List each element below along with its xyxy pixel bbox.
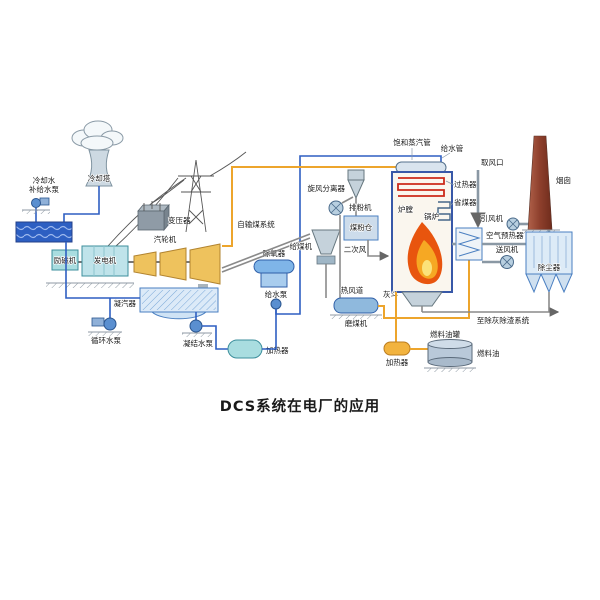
air-preheater-label: 空气预热器: [486, 230, 524, 240]
power-tower: [178, 159, 214, 233]
cooling-tower: 冷却塔: [63, 149, 113, 222]
lp-heater-label: 加热器: [266, 345, 289, 355]
steam-turbine: 汽轮机: [133, 233, 221, 288]
coal-bunker: 煤粉仓: [343, 215, 379, 241]
fd-fan: 送风机: [482, 243, 519, 269]
feed-water-pipe-label: 给水管: [441, 143, 464, 153]
furnace: 炉膛 锅炉: [391, 171, 453, 293]
makeup-pump-label-2: 补给水泵: [29, 184, 59, 194]
makeup-pump-label-1: 冷却水: [33, 175, 56, 185]
fuel-oil-tank-label: 燃料油罐: [430, 329, 460, 339]
saturated-steam-pipe-label: 饱和蒸汽管: [393, 137, 431, 147]
cyclone-separator-label: 旋风分离器: [308, 183, 346, 193]
coal-bunker-label: 煤粉仓: [350, 222, 373, 232]
condenser: 凝汽器: [113, 287, 219, 320]
id-fan: 引风机: [480, 212, 520, 231]
power-lines: [107, 151, 247, 247]
air-intake-label: 取风口: [481, 158, 504, 167]
pump-icon: [103, 317, 117, 331]
fuel-oil-tank: 燃料油罐 燃料油: [410, 328, 500, 372]
water-channel: [15, 221, 73, 243]
feed-pump-label: 给水泵: [265, 289, 288, 299]
coal-mill-label: 磨煤机: [345, 318, 368, 328]
cyclone-separator: 旋风分离器: [307, 169, 365, 216]
powder-exhauster-label: 排粉机: [349, 202, 372, 212]
fuel-oil-label: 燃料油: [477, 348, 500, 358]
transformer-label: 变压器: [168, 215, 191, 225]
oil-heater: 加热器: [383, 292, 411, 368]
boiler-label: 锅炉: [424, 211, 439, 221]
coal-conveyor: 自输煤系统: [221, 218, 311, 273]
page-title: DCS系统在电厂的应用: [220, 397, 380, 415]
coal-hopper: 给煤机: [289, 229, 341, 298]
dust-collector: 除尘器: [525, 231, 573, 312]
circulating-pump: 循环水泵: [65, 242, 140, 346]
condensate-pump: 凝结水泵: [182, 312, 228, 350]
chimney-label: 烟囱: [556, 175, 571, 185]
pump-icon: [270, 298, 282, 310]
dust-collector-label: 除尘器: [538, 262, 561, 272]
coal-conveyor-label: 自输煤系统: [237, 219, 275, 229]
main-steam-pipe: 饱和蒸汽管 给水管: [222, 136, 464, 247]
chimney: 烟囱: [522, 135, 572, 234]
superheater-coil: [397, 177, 445, 197]
ground-hatch-generator: [46, 282, 134, 288]
makeup-pump: 冷却水 补给水泵: [22, 174, 60, 222]
air-preheater: 空气预热器: [452, 227, 525, 261]
pump-icon: [31, 198, 41, 208]
steam-cloud: [71, 120, 124, 151]
hot-air-duct: 热风道: [340, 260, 470, 319]
air-intake-duct: 取风口: [470, 157, 504, 228]
condensate-pump-label: 凝结水泵: [183, 338, 213, 348]
id-fan-label: 引风机: [481, 213, 504, 223]
secondary-air-line: 二次风: [343, 240, 390, 261]
ash-hopper: 灰斗: [382, 288, 443, 312]
deaerator: 除氧器: [253, 247, 295, 288]
exciter: 励磁机: [51, 249, 79, 271]
coal-mill: 磨煤机: [330, 297, 382, 329]
generator-label: 发电机: [94, 255, 117, 265]
transformer: 变压器: [137, 201, 192, 232]
ash-removal-line: 至除灰除渣系统: [422, 307, 560, 326]
deaerator-label: 除氧器: [263, 248, 286, 258]
ash-hopper-label: 灰斗: [383, 289, 398, 299]
oil-heater-label: 加热器: [386, 357, 409, 367]
feed-water-pipe: [275, 155, 442, 315]
steam-turbine-label: 汽轮机: [154, 234, 177, 244]
fd-fan-label: 送风机: [496, 244, 519, 254]
hot-air-duct-label: 热风道: [341, 285, 364, 295]
pump-icon: [189, 319, 203, 333]
secondary-air-label: 二次风: [344, 244, 367, 254]
economizer-label: 省煤器: [454, 197, 477, 207]
economizer-coil: [437, 201, 451, 221]
generator: 发电机: [81, 245, 129, 277]
circulating-pump-label: 循环水泵: [91, 335, 121, 345]
powder-exhauster: 排粉机: [328, 200, 373, 298]
feed-pump: 给水泵: [264, 155, 442, 315]
coal-feeder-label: 给煤机: [290, 241, 313, 251]
ground-hatch: [22, 210, 50, 214]
condenser-label: 凝汽器: [114, 298, 137, 308]
cooling-tower-label: 冷却塔: [88, 173, 111, 183]
superheater-label: 过热器: [454, 179, 477, 189]
furnace-label: 炉膛: [398, 204, 413, 214]
ash-removal-label: 至除灰除渣系统: [477, 315, 530, 325]
